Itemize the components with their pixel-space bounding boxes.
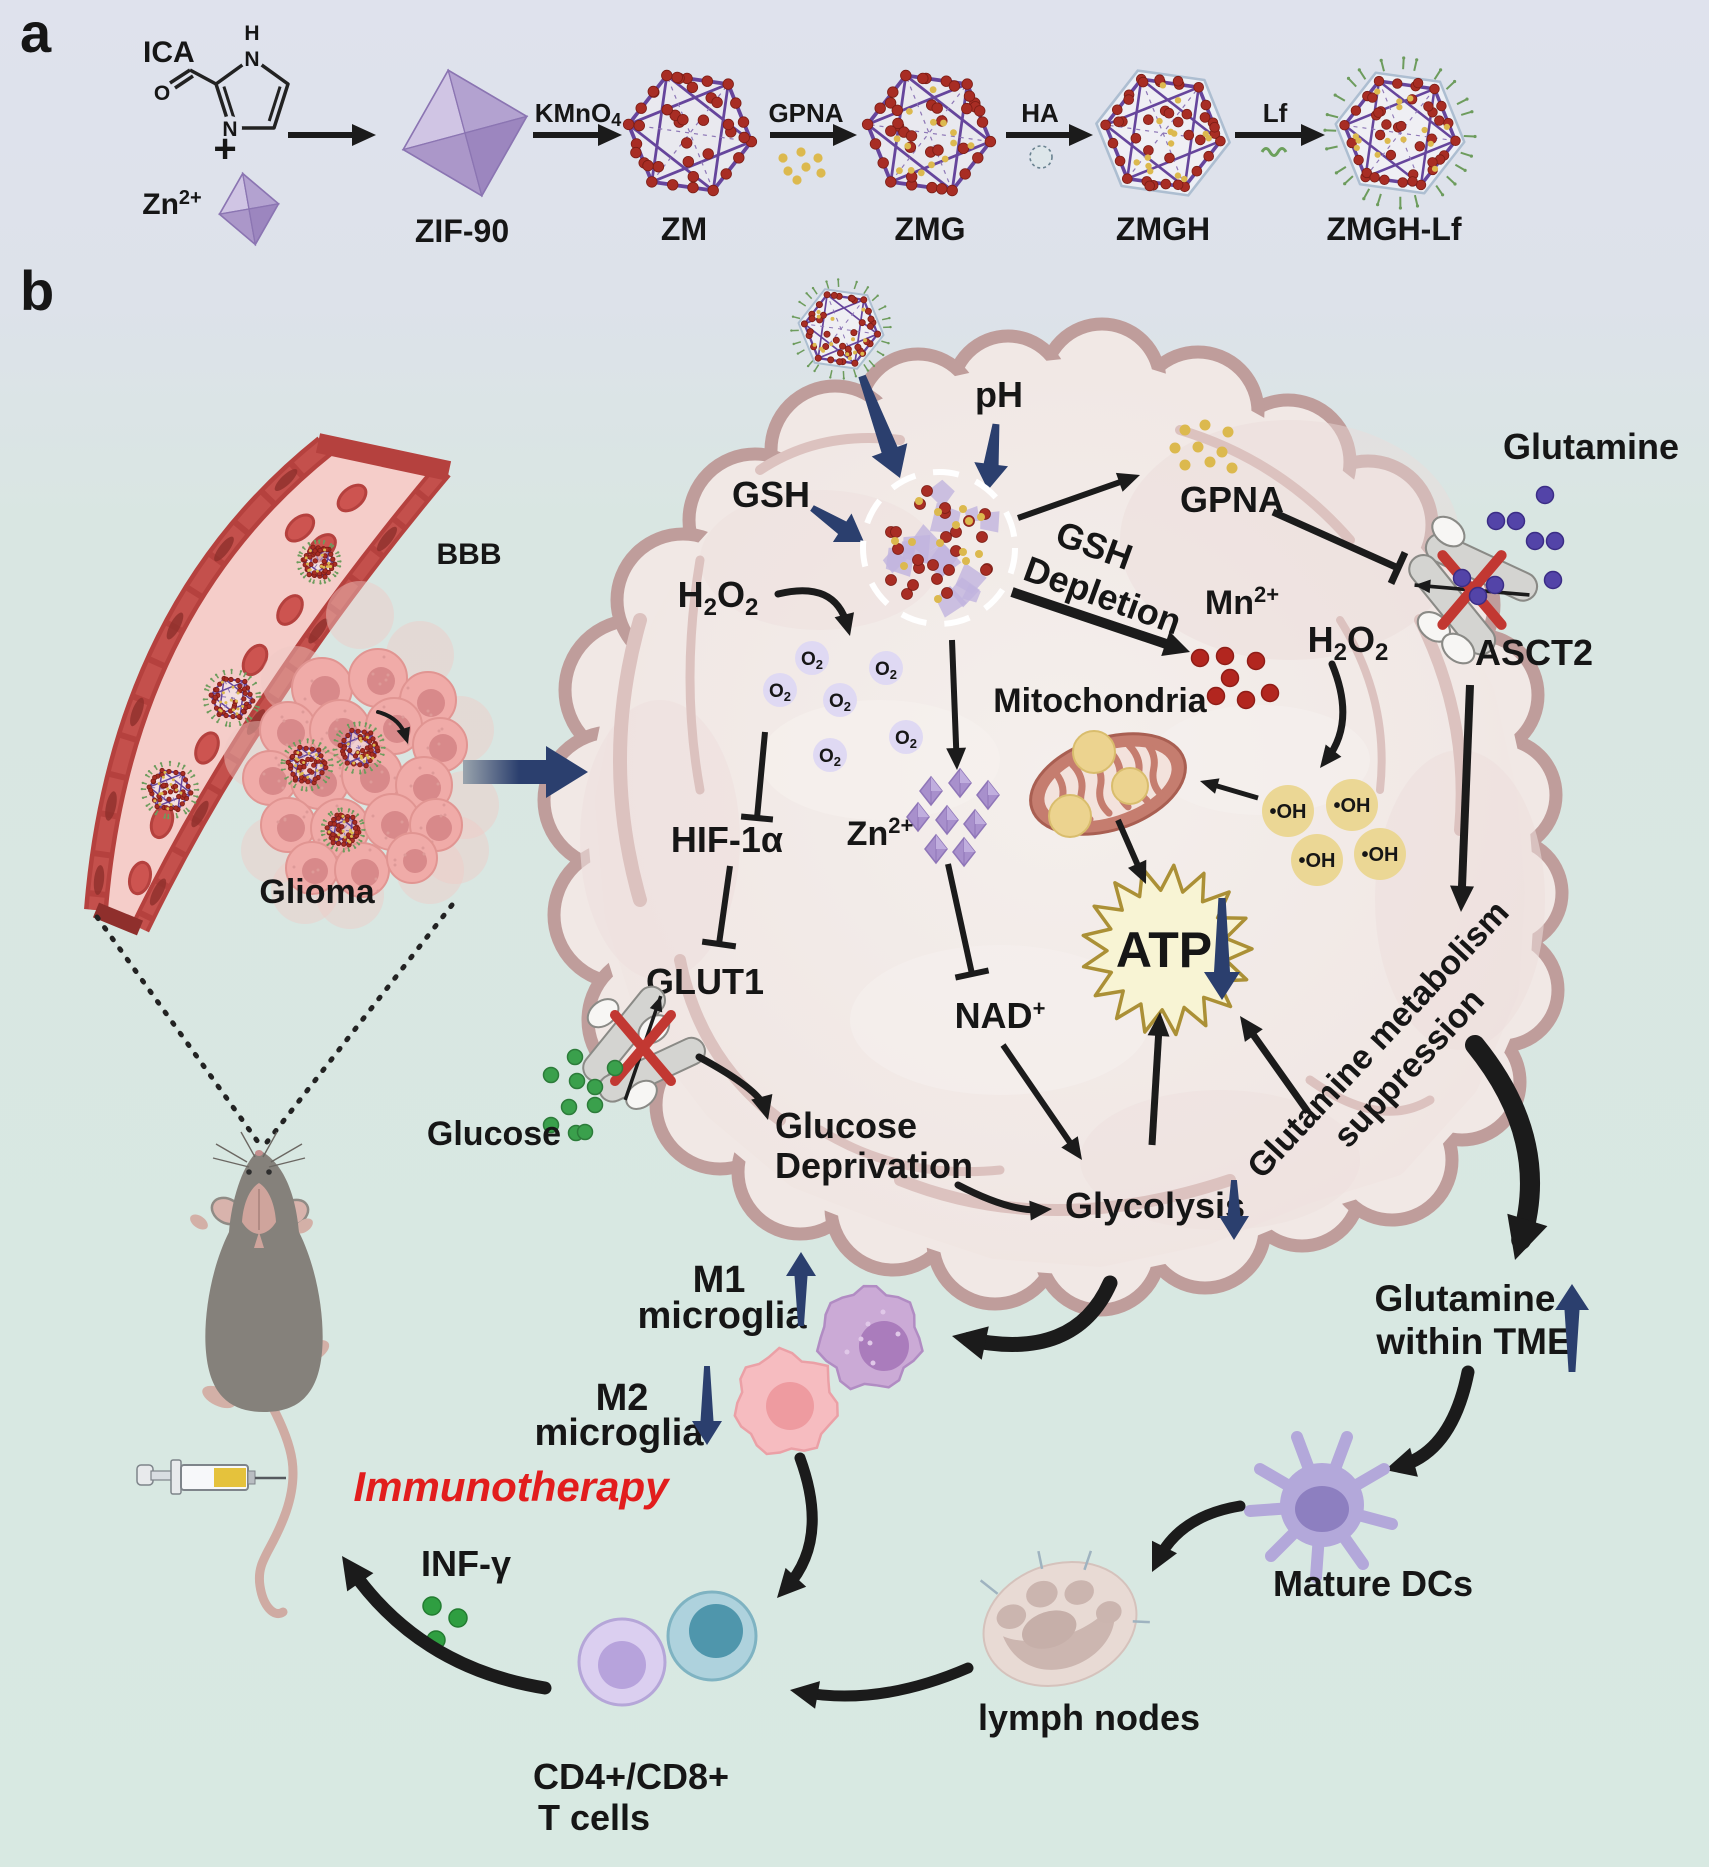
svg-text:Mature DCs: Mature DCs xyxy=(1273,1563,1473,1604)
svg-text:microglia: microglia xyxy=(535,1412,705,1454)
svg-text:ATP: ATP xyxy=(1116,922,1212,978)
svg-text:GPNA: GPNA xyxy=(1180,479,1284,520)
svg-text:NAD+: NAD+ xyxy=(955,995,1046,1036)
svg-text:Glucose: Glucose xyxy=(427,1115,561,1153)
svg-text:lymph nodes: lymph nodes xyxy=(978,1697,1200,1738)
svg-text:M2: M2 xyxy=(596,1377,649,1419)
svg-text:Zn2+: Zn2+ xyxy=(142,187,201,221)
svg-text:•OH: •OH xyxy=(1333,795,1370,817)
svg-text:+: + xyxy=(213,127,236,171)
svg-text:Glioma: Glioma xyxy=(259,873,375,911)
svg-text:ZMG: ZMG xyxy=(894,211,965,247)
svg-text:H2O2: H2O2 xyxy=(678,574,759,621)
svg-text:O: O xyxy=(154,82,170,105)
svg-text:CD4+/CD8+: CD4+/CD8+ xyxy=(533,1756,729,1797)
svg-text:Immunotherapy: Immunotherapy xyxy=(353,1463,671,1510)
svg-text:N: N xyxy=(222,118,237,141)
svg-text:HIF-1α: HIF-1α xyxy=(671,819,783,860)
svg-text:INF-γ: INF-γ xyxy=(421,1543,511,1584)
svg-text:a: a xyxy=(20,1,52,64)
svg-text:Glutamine: Glutamine xyxy=(1503,426,1679,467)
svg-text:H: H xyxy=(244,22,259,45)
svg-text:KMnO4: KMnO4 xyxy=(535,98,622,130)
svg-text:GLUT1: GLUT1 xyxy=(646,961,764,1002)
svg-text:Glucose: Glucose xyxy=(775,1105,917,1146)
svg-text:Glutamine: Glutamine xyxy=(1375,1278,1556,1319)
svg-text:Glycolysis: Glycolysis xyxy=(1065,1185,1245,1226)
svg-text:BBB: BBB xyxy=(437,538,502,571)
svg-text:ICA: ICA xyxy=(143,36,195,69)
svg-text:N: N xyxy=(244,48,259,71)
svg-text:ZMGH: ZMGH xyxy=(1116,211,1210,247)
svg-text:within TME: within TME xyxy=(1375,1321,1571,1362)
svg-text:T cells: T cells xyxy=(538,1797,650,1838)
svg-text:H2O2: H2O2 xyxy=(1308,619,1389,666)
svg-text:microglia: microglia xyxy=(638,1295,808,1337)
svg-text:•OH: •OH xyxy=(1269,801,1306,823)
svg-text:GPNA: GPNA xyxy=(768,98,843,128)
svg-text:•OH: •OH xyxy=(1361,844,1398,866)
svg-text:Lf: Lf xyxy=(1263,98,1288,128)
svg-text:M1: M1 xyxy=(693,1259,746,1301)
svg-text:•OH: •OH xyxy=(1298,850,1335,872)
svg-text:ZM: ZM xyxy=(661,211,707,247)
svg-text:HA: HA xyxy=(1021,98,1059,128)
svg-text:Deprivation: Deprivation xyxy=(775,1145,973,1186)
svg-text:ZMGH-Lf: ZMGH-Lf xyxy=(1326,211,1461,247)
svg-text:GSH: GSH xyxy=(732,474,810,515)
svg-text:pH: pH xyxy=(975,374,1023,415)
svg-text:b: b xyxy=(20,259,54,322)
svg-text:ZIF-90: ZIF-90 xyxy=(415,213,509,249)
svg-text:ASCT2: ASCT2 xyxy=(1475,632,1593,673)
svg-text:Mitochondria: Mitochondria xyxy=(993,682,1208,720)
